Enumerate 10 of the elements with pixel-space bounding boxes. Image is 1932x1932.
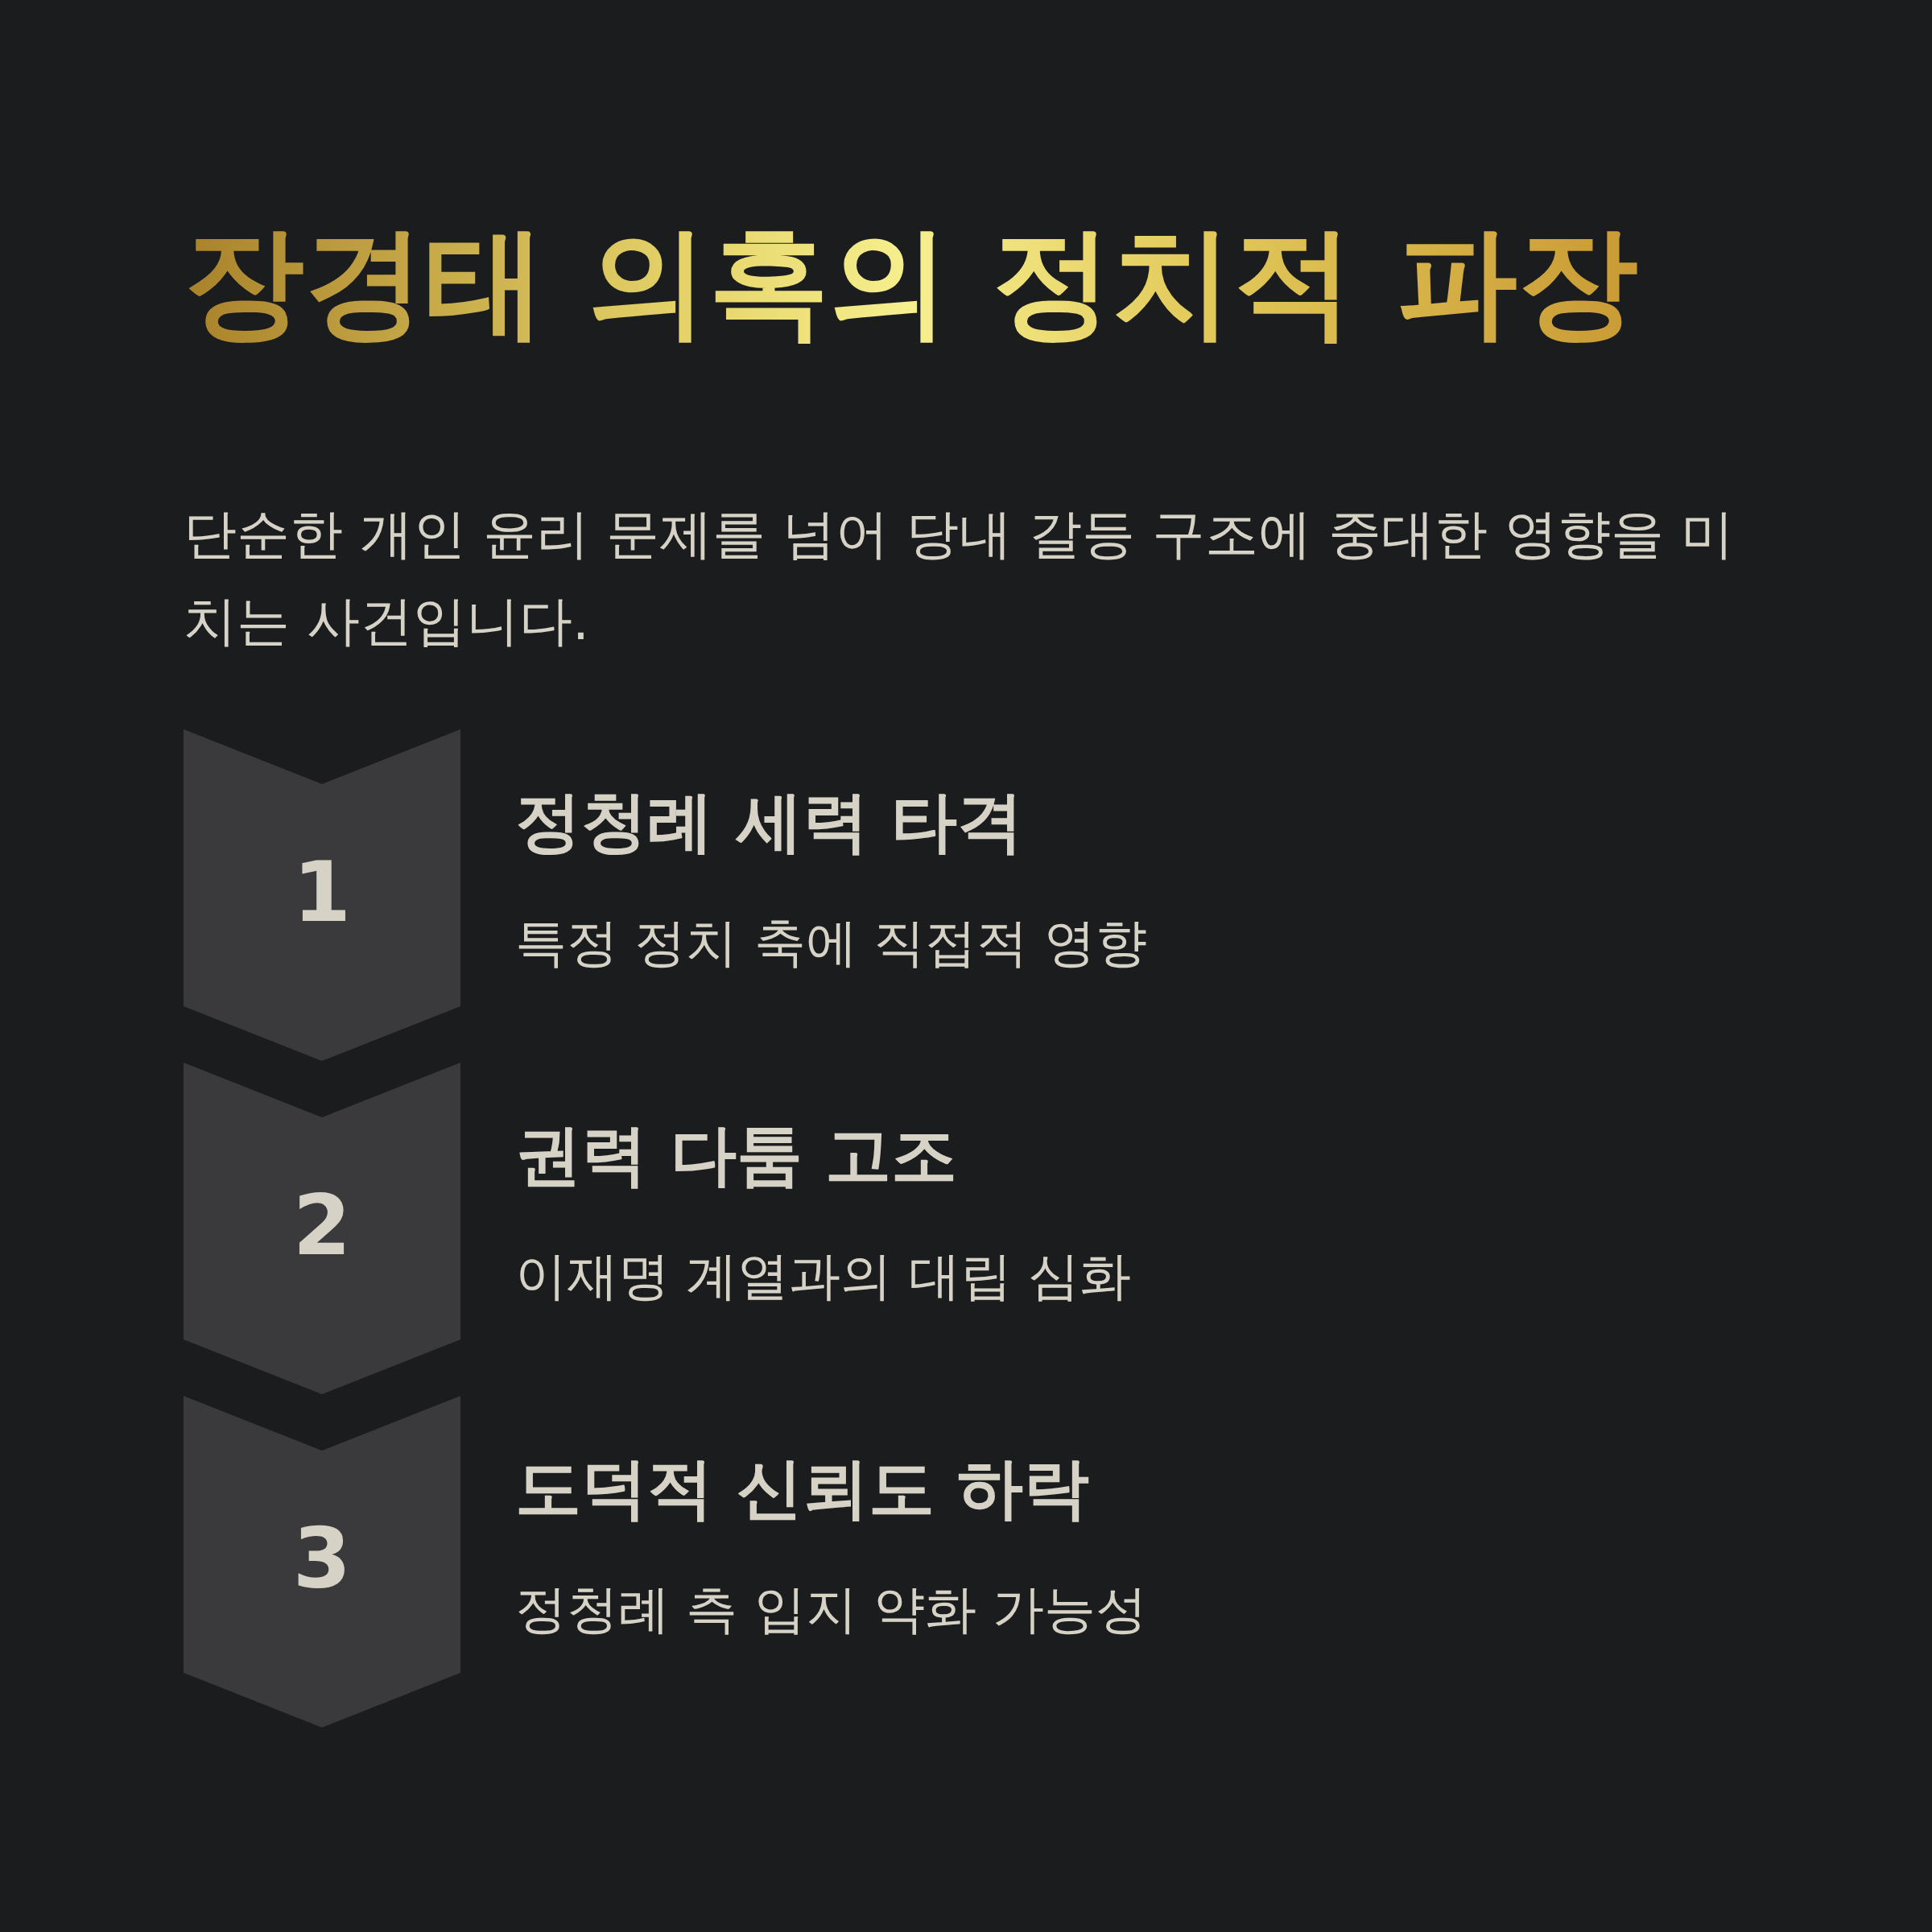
- step-heading: 권력 다툼 고조: [515, 1119, 958, 1192]
- step-description: 특정 정치 축에 직접적 영향: [515, 914, 1148, 972]
- step-heading: 정청례 세력 타격: [515, 786, 1024, 859]
- step-number: 1: [292, 850, 352, 934]
- subtitle-text: 단순한 개인 윤리 문제를 넘어 당내 갈등 구조에 중대한 영향을 미치는 사건입니다.: [184, 502, 1735, 654]
- step-heading: 도덕적 신뢰도 하락: [515, 1452, 1090, 1525]
- step-description: 정청례 측 입지 약화 가능성: [515, 1581, 1148, 1638]
- step-number: 2: [292, 1183, 352, 1267]
- step-description: 이재명 계열과의 대립 심화: [515, 1248, 1132, 1305]
- step-number: 3: [292, 1517, 352, 1600]
